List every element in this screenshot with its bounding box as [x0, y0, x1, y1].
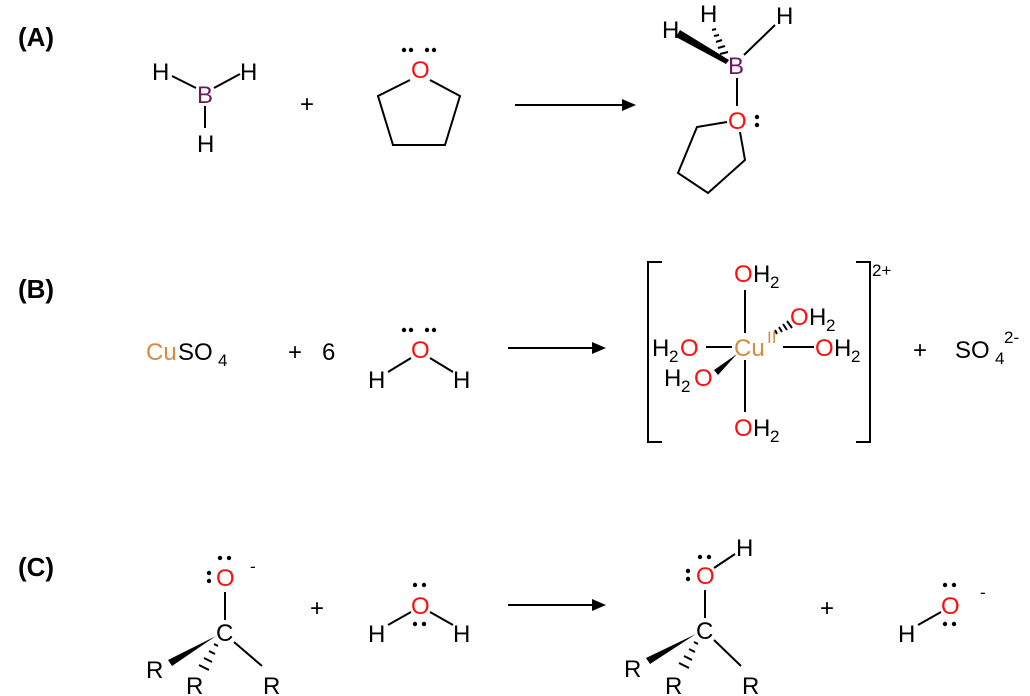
atom-r: R: [186, 673, 203, 696]
borane-thf-adduct: H H H B O: [662, 1, 793, 195]
reaction-arrow: [508, 342, 606, 354]
atom-h: H: [240, 59, 257, 86]
atom-r: R: [742, 673, 759, 696]
atom-o: O: [696, 563, 715, 590]
plus-sign: +: [288, 339, 302, 366]
negative-charge: -: [980, 583, 986, 602]
panel-b: (B) Cu SO 4 + 6 O H H 2+: [18, 261, 1019, 446]
atom-h: H: [662, 17, 679, 44]
water: O H H: [368, 327, 470, 394]
subscript: 2: [669, 347, 678, 366]
atom-o: O: [734, 415, 753, 442]
subscript: 2: [770, 273, 779, 292]
ligand-left: H 2 O: [652, 335, 699, 366]
reaction-arrow: [515, 99, 636, 111]
atom-h: H: [453, 367, 470, 394]
oxidation-state: II: [767, 328, 776, 347]
atom-h: H: [776, 3, 793, 30]
atom-h: H: [753, 261, 770, 288]
water: O H H: [368, 582, 470, 648]
panel-a: (A) H H B H + O: [18, 1, 793, 195]
ligand-bottom: O H 2: [734, 415, 779, 446]
atom-o: O: [216, 565, 235, 592]
atom-o: O: [790, 304, 809, 331]
panel-label-a: (A): [18, 22, 54, 52]
atom-h: H: [834, 335, 851, 362]
ligand-right: O H 2: [815, 335, 860, 366]
atom-r: R: [624, 656, 641, 683]
atom-h: H: [753, 415, 770, 442]
ligand-lower-left: H 2 O: [664, 365, 713, 396]
negative-charge: -: [250, 557, 256, 576]
atom-o: O: [411, 57, 430, 84]
reaction-arrow: [508, 599, 606, 611]
sulfate-charge: 2-: [1004, 328, 1019, 347]
atom-h: H: [197, 131, 214, 158]
hydroxide: O H -: [898, 582, 986, 648]
atom-o: O: [680, 335, 699, 362]
borane: H H B H: [152, 59, 257, 158]
atom-o: O: [694, 365, 713, 392]
plus-sign: +: [820, 595, 834, 622]
subscript: 2: [826, 316, 835, 335]
atom-b: B: [197, 82, 213, 109]
ligand-top: O H 2: [734, 261, 779, 292]
complex-charge: 2+: [872, 261, 891, 280]
atom-h: H: [736, 535, 753, 562]
panel-c: (C) O - C R R R + O H H: [18, 535, 986, 696]
atom-b: B: [728, 53, 744, 80]
atom-h: H: [368, 367, 385, 394]
atom-r: R: [665, 673, 682, 696]
copper-sulfate: Cu SO 4: [146, 339, 227, 370]
plus-sign: +: [300, 91, 314, 118]
subscript: 2: [681, 377, 690, 396]
atom-h: H: [453, 621, 470, 648]
hexaaqua-copper-complex: 2+ Cu II O H 2 O H 2 H: [647, 261, 891, 446]
atom-c: C: [696, 618, 713, 645]
atom-h: H: [152, 59, 169, 86]
atom-o: O: [728, 108, 747, 135]
atom-o: O: [734, 261, 753, 288]
atom-cu: Cu: [734, 335, 765, 362]
subscript: 4: [995, 349, 1004, 368]
subscript: 4: [218, 351, 227, 370]
sulfate-ion: SO 4 2-: [955, 328, 1019, 368]
panel-label-c: (C): [18, 552, 54, 582]
atom-o: O: [815, 335, 834, 362]
plus-sign: +: [913, 337, 927, 364]
atom-o: O: [411, 593, 430, 620]
panel-label-b: (B): [18, 274, 54, 304]
atom-h: H: [652, 335, 669, 362]
alkoxide: O - C R R R: [146, 555, 280, 696]
atom-h: H: [700, 1, 717, 28]
sulfate-so: SO: [178, 339, 213, 366]
subscript: 2: [770, 427, 779, 446]
atom-h: H: [368, 621, 385, 648]
thf: O: [376, 47, 462, 146]
ligand-upper-right: O H 2: [790, 304, 835, 335]
alcohol: O H C R R R: [624, 535, 759, 696]
atom-r: R: [146, 657, 163, 684]
atom-c: C: [216, 620, 233, 647]
atom-h: H: [809, 304, 826, 331]
atom-h: H: [664, 365, 681, 392]
coefficient: 6: [322, 339, 335, 366]
atom-h: H: [898, 621, 915, 648]
sulfate-so: SO: [955, 337, 990, 364]
atom-o: O: [941, 593, 960, 620]
atom-cu: Cu: [146, 339, 177, 366]
plus-sign: +: [310, 595, 324, 622]
subscript: 2: [851, 347, 860, 366]
atom-r: R: [263, 673, 280, 696]
atom-o: O: [411, 337, 430, 364]
